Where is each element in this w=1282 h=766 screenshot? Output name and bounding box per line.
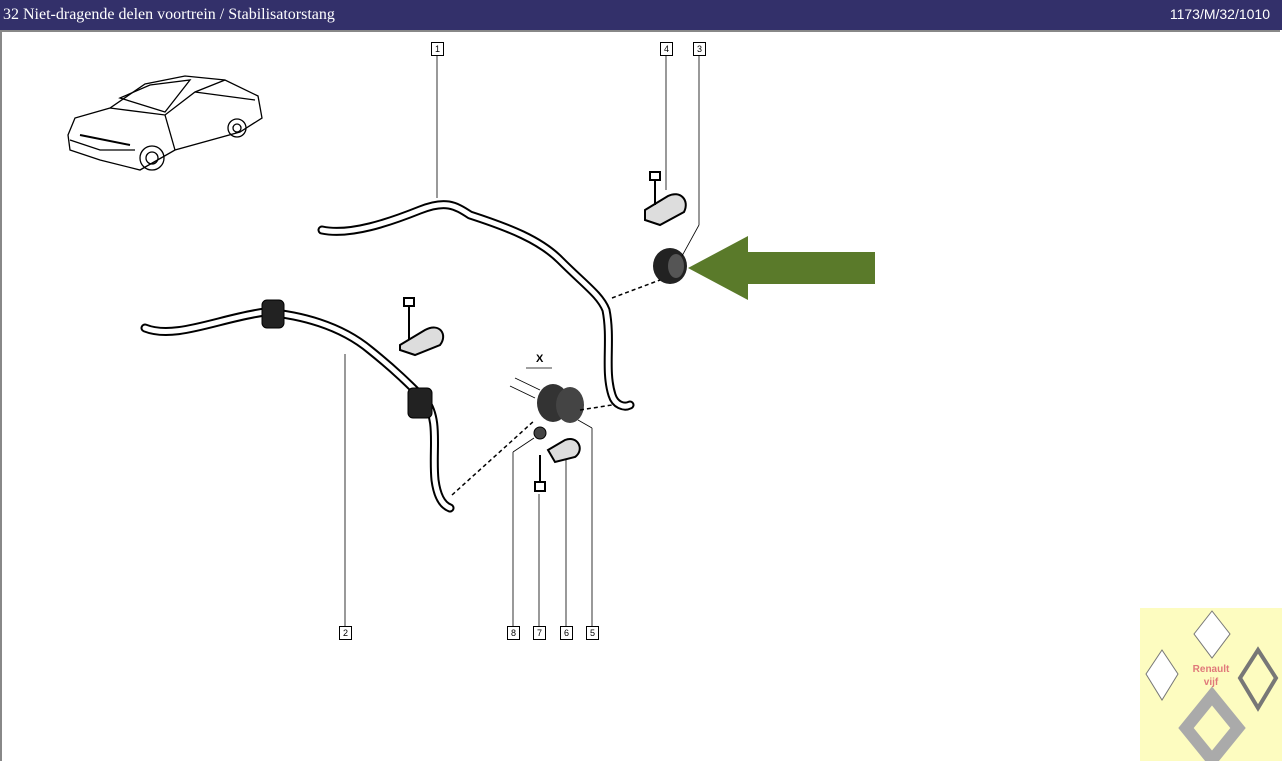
bush-on-bar xyxy=(261,299,433,419)
car-illustration xyxy=(67,75,263,171)
renault-logo-panel: Renault vijf xyxy=(1140,608,1282,766)
clamp-part-4 xyxy=(644,171,687,227)
logo-text-vijf: vijf xyxy=(1203,677,1219,688)
title-bar: 32 Niet-dragende delen voortrein / Stabi… xyxy=(0,0,1282,30)
callout-6[interactable]: 6 xyxy=(560,626,573,640)
dimension-x-label: X xyxy=(536,353,544,365)
callout-8[interactable]: 8 xyxy=(507,626,520,640)
bush-part-5 xyxy=(537,384,584,423)
highlight-arrow xyxy=(688,236,875,300)
bolt-part-7 xyxy=(534,455,546,492)
callout-3[interactable]: 3 xyxy=(693,42,706,56)
stabilizer-bar-upper xyxy=(317,200,635,411)
diagram-frame xyxy=(0,30,1280,761)
callout-5[interactable]: 5 xyxy=(586,626,599,640)
renault-diamond-logos xyxy=(1145,610,1279,766)
callout-4[interactable]: 4 xyxy=(660,42,673,56)
assembly-lines xyxy=(451,279,661,496)
page-title: 32 Niet-dragende delen voortrein / Stabi… xyxy=(3,6,335,23)
clamp-lower xyxy=(399,297,445,357)
callout-2[interactable]: 2 xyxy=(339,626,352,640)
logo-text-renault: Renault xyxy=(1192,664,1230,675)
callout-7[interactable]: 7 xyxy=(533,626,546,640)
clamp-part-6 xyxy=(546,438,581,464)
bush-part-3 xyxy=(653,248,687,284)
diagram-reference: 1173/M/32/1010 xyxy=(1169,6,1270,22)
stabilizer-bar-lower xyxy=(140,307,455,513)
leader-lines xyxy=(344,56,700,626)
nut-part-8 xyxy=(533,426,547,440)
callout-1[interactable]: 1 xyxy=(431,42,444,56)
